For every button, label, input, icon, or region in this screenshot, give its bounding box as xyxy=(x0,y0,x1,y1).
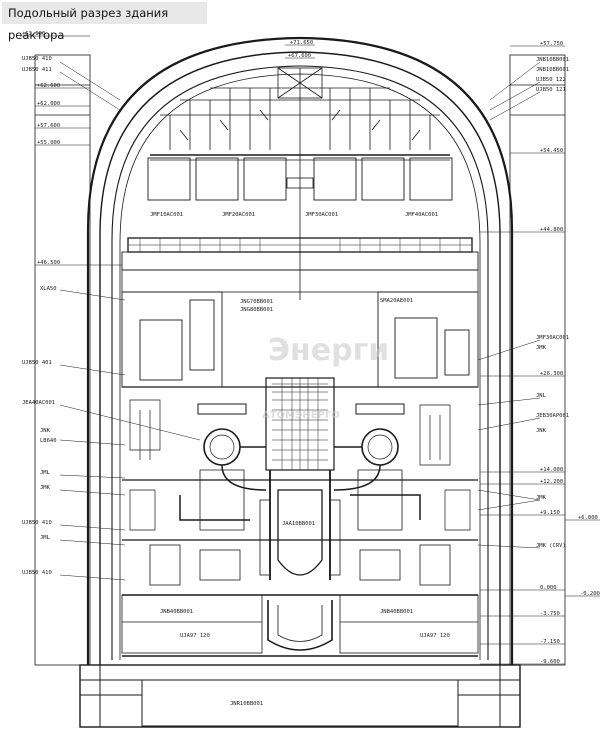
code-right-8: JNK xyxy=(536,428,547,434)
elev-r11: -3.750 xyxy=(540,611,560,617)
code-right-4: JMF30AC001 xyxy=(536,335,569,341)
coolant-piping xyxy=(179,446,421,521)
code-left-5: JNK xyxy=(40,428,51,434)
code-left-10: JML xyxy=(40,535,51,541)
elev-l2: +62.000 xyxy=(37,101,60,107)
elev-r5: +14.000 xyxy=(540,467,563,473)
code-right-7: JEB30AP001 xyxy=(536,413,569,419)
elev-r2: +54.450 xyxy=(540,148,563,154)
operating-floor xyxy=(121,237,479,293)
code-right-9: JMK xyxy=(536,495,547,501)
code-right-1: JNB10BB001 xyxy=(536,67,569,73)
elev-r7: +9.150 xyxy=(540,510,560,516)
code-right-2: UJB50 122 xyxy=(536,77,566,83)
code-right-3: UJB50 121 xyxy=(536,87,566,93)
code-center-12: JNR10BB001 xyxy=(230,701,263,707)
code-center-1: JMF20AC001 xyxy=(222,212,255,218)
code-left-1: UJB50 411 xyxy=(22,67,52,73)
elev-r3: +44.800 xyxy=(540,227,563,233)
code-center-5: JNG70BB001 xyxy=(240,299,273,305)
code-left-11: UJB50 410 xyxy=(22,570,52,576)
elev-apex: +67.600 xyxy=(288,53,311,59)
code-center-10: UJA97 120 xyxy=(180,633,210,639)
code-left-4: JEA40AC001 xyxy=(22,400,55,406)
figure-caption: Подольный разрез здания реактора xyxy=(2,2,207,42)
reactor-vessel xyxy=(259,377,341,651)
elev-r6: +12.200 xyxy=(540,479,563,485)
elev-l6: +63.600 xyxy=(22,31,45,37)
elev-r8: +6.000 xyxy=(578,515,598,521)
leader-lines xyxy=(59,61,541,581)
code-left-2: XLA50 xyxy=(40,286,57,292)
code-center-7: JAA10BB001 xyxy=(282,521,315,527)
elev-r10: -0.200 xyxy=(580,591,600,597)
elev-l5: +46.500 xyxy=(37,260,60,266)
elev-l3: +57.600 xyxy=(37,123,60,129)
code-center-3: JMF40AC001 xyxy=(405,212,438,218)
watermark-brand: Энерги xyxy=(268,333,389,368)
elev-r9: 0.000 xyxy=(540,585,557,591)
code-right-10: JMK (CRV) xyxy=(536,543,566,549)
elev-r4: +26.300 xyxy=(540,371,563,377)
code-center-0: JMF10AC001 xyxy=(150,212,183,218)
elev-r13: -9.600 xyxy=(540,659,560,665)
foundation-slab xyxy=(79,664,521,728)
code-center-4: SMA20AE001 xyxy=(380,298,413,304)
code-left-6: LB640 xyxy=(40,438,57,444)
elev-l4: +55.000 xyxy=(37,140,60,146)
code-left-3: UJB50 401 xyxy=(22,360,52,366)
elev-r12: -7.150 xyxy=(540,639,560,645)
elev-r1: +57.750 xyxy=(540,41,563,47)
storage-racks xyxy=(147,157,453,201)
code-center-2: JMF30AC001 xyxy=(305,212,338,218)
code-center-8: JNB40BB001 xyxy=(160,609,193,615)
code-right-6: JNL xyxy=(536,393,547,399)
outer-frames xyxy=(34,54,566,666)
code-left-8: JMK xyxy=(40,485,51,491)
watermark-sub: АТОМЭНЕРГО xyxy=(262,410,340,421)
code-right-5: JMK xyxy=(536,345,547,351)
elev-top: +71.650 xyxy=(290,40,313,46)
polar-crane xyxy=(150,67,450,300)
code-center-6: JNG80BB001 xyxy=(240,307,273,313)
code-center-9: JNB40BB001 xyxy=(380,609,413,615)
pipework-detail xyxy=(129,399,471,531)
code-right-0: JNB10BB001 xyxy=(536,57,569,63)
code-left-9: UJB50 410 xyxy=(22,520,52,526)
elevation-marks xyxy=(20,35,600,665)
code-center-11: UJA97 120 xyxy=(420,633,450,639)
code-left-0: UJB50 410 xyxy=(22,56,52,62)
elev-l1: +62.600 xyxy=(37,83,60,89)
lower-compartments xyxy=(121,544,479,657)
code-left-7: JML xyxy=(40,470,51,476)
outer-containment xyxy=(86,36,514,665)
